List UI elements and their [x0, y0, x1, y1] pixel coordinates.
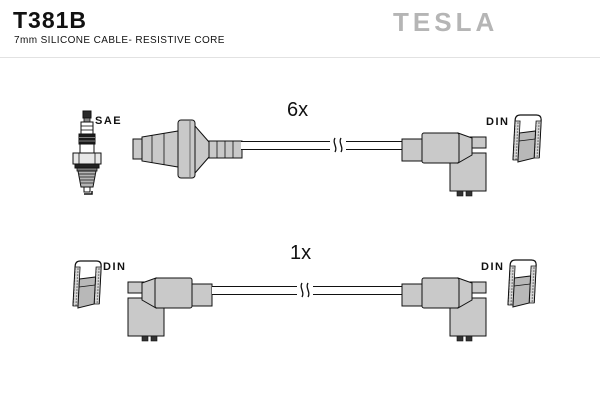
product-subtitle: 7mm SILICONE CABLE- RESISTIVE CORE	[14, 35, 225, 46]
sae-label: SAE	[95, 115, 123, 127]
quantity-label-row1: 6x	[287, 99, 309, 121]
elbow-boot-icon	[398, 131, 490, 204]
cable-line-row1	[241, 141, 408, 150]
header-divider	[0, 57, 600, 58]
din-label-row1: DIN	[486, 116, 510, 128]
cable-break-icon	[297, 282, 313, 303]
din-label-row2-right: DIN	[481, 261, 505, 273]
din-socket-icon	[505, 258, 539, 317]
elbow-boot-icon	[398, 276, 490, 349]
straight-boot-icon	[131, 114, 246, 191]
din-label-row2-left: DIN	[103, 261, 127, 273]
part-number: T381B	[13, 7, 88, 33]
elbow-boot-icon	[124, 276, 216, 349]
brand-logo: TESLA	[393, 7, 499, 37]
quantity-label-row2: 1x	[290, 242, 312, 264]
din-socket-icon	[510, 113, 544, 172]
spark-plug-icon	[67, 109, 107, 202]
din-socket-icon	[70, 259, 104, 318]
cable-break-icon	[330, 137, 346, 158]
